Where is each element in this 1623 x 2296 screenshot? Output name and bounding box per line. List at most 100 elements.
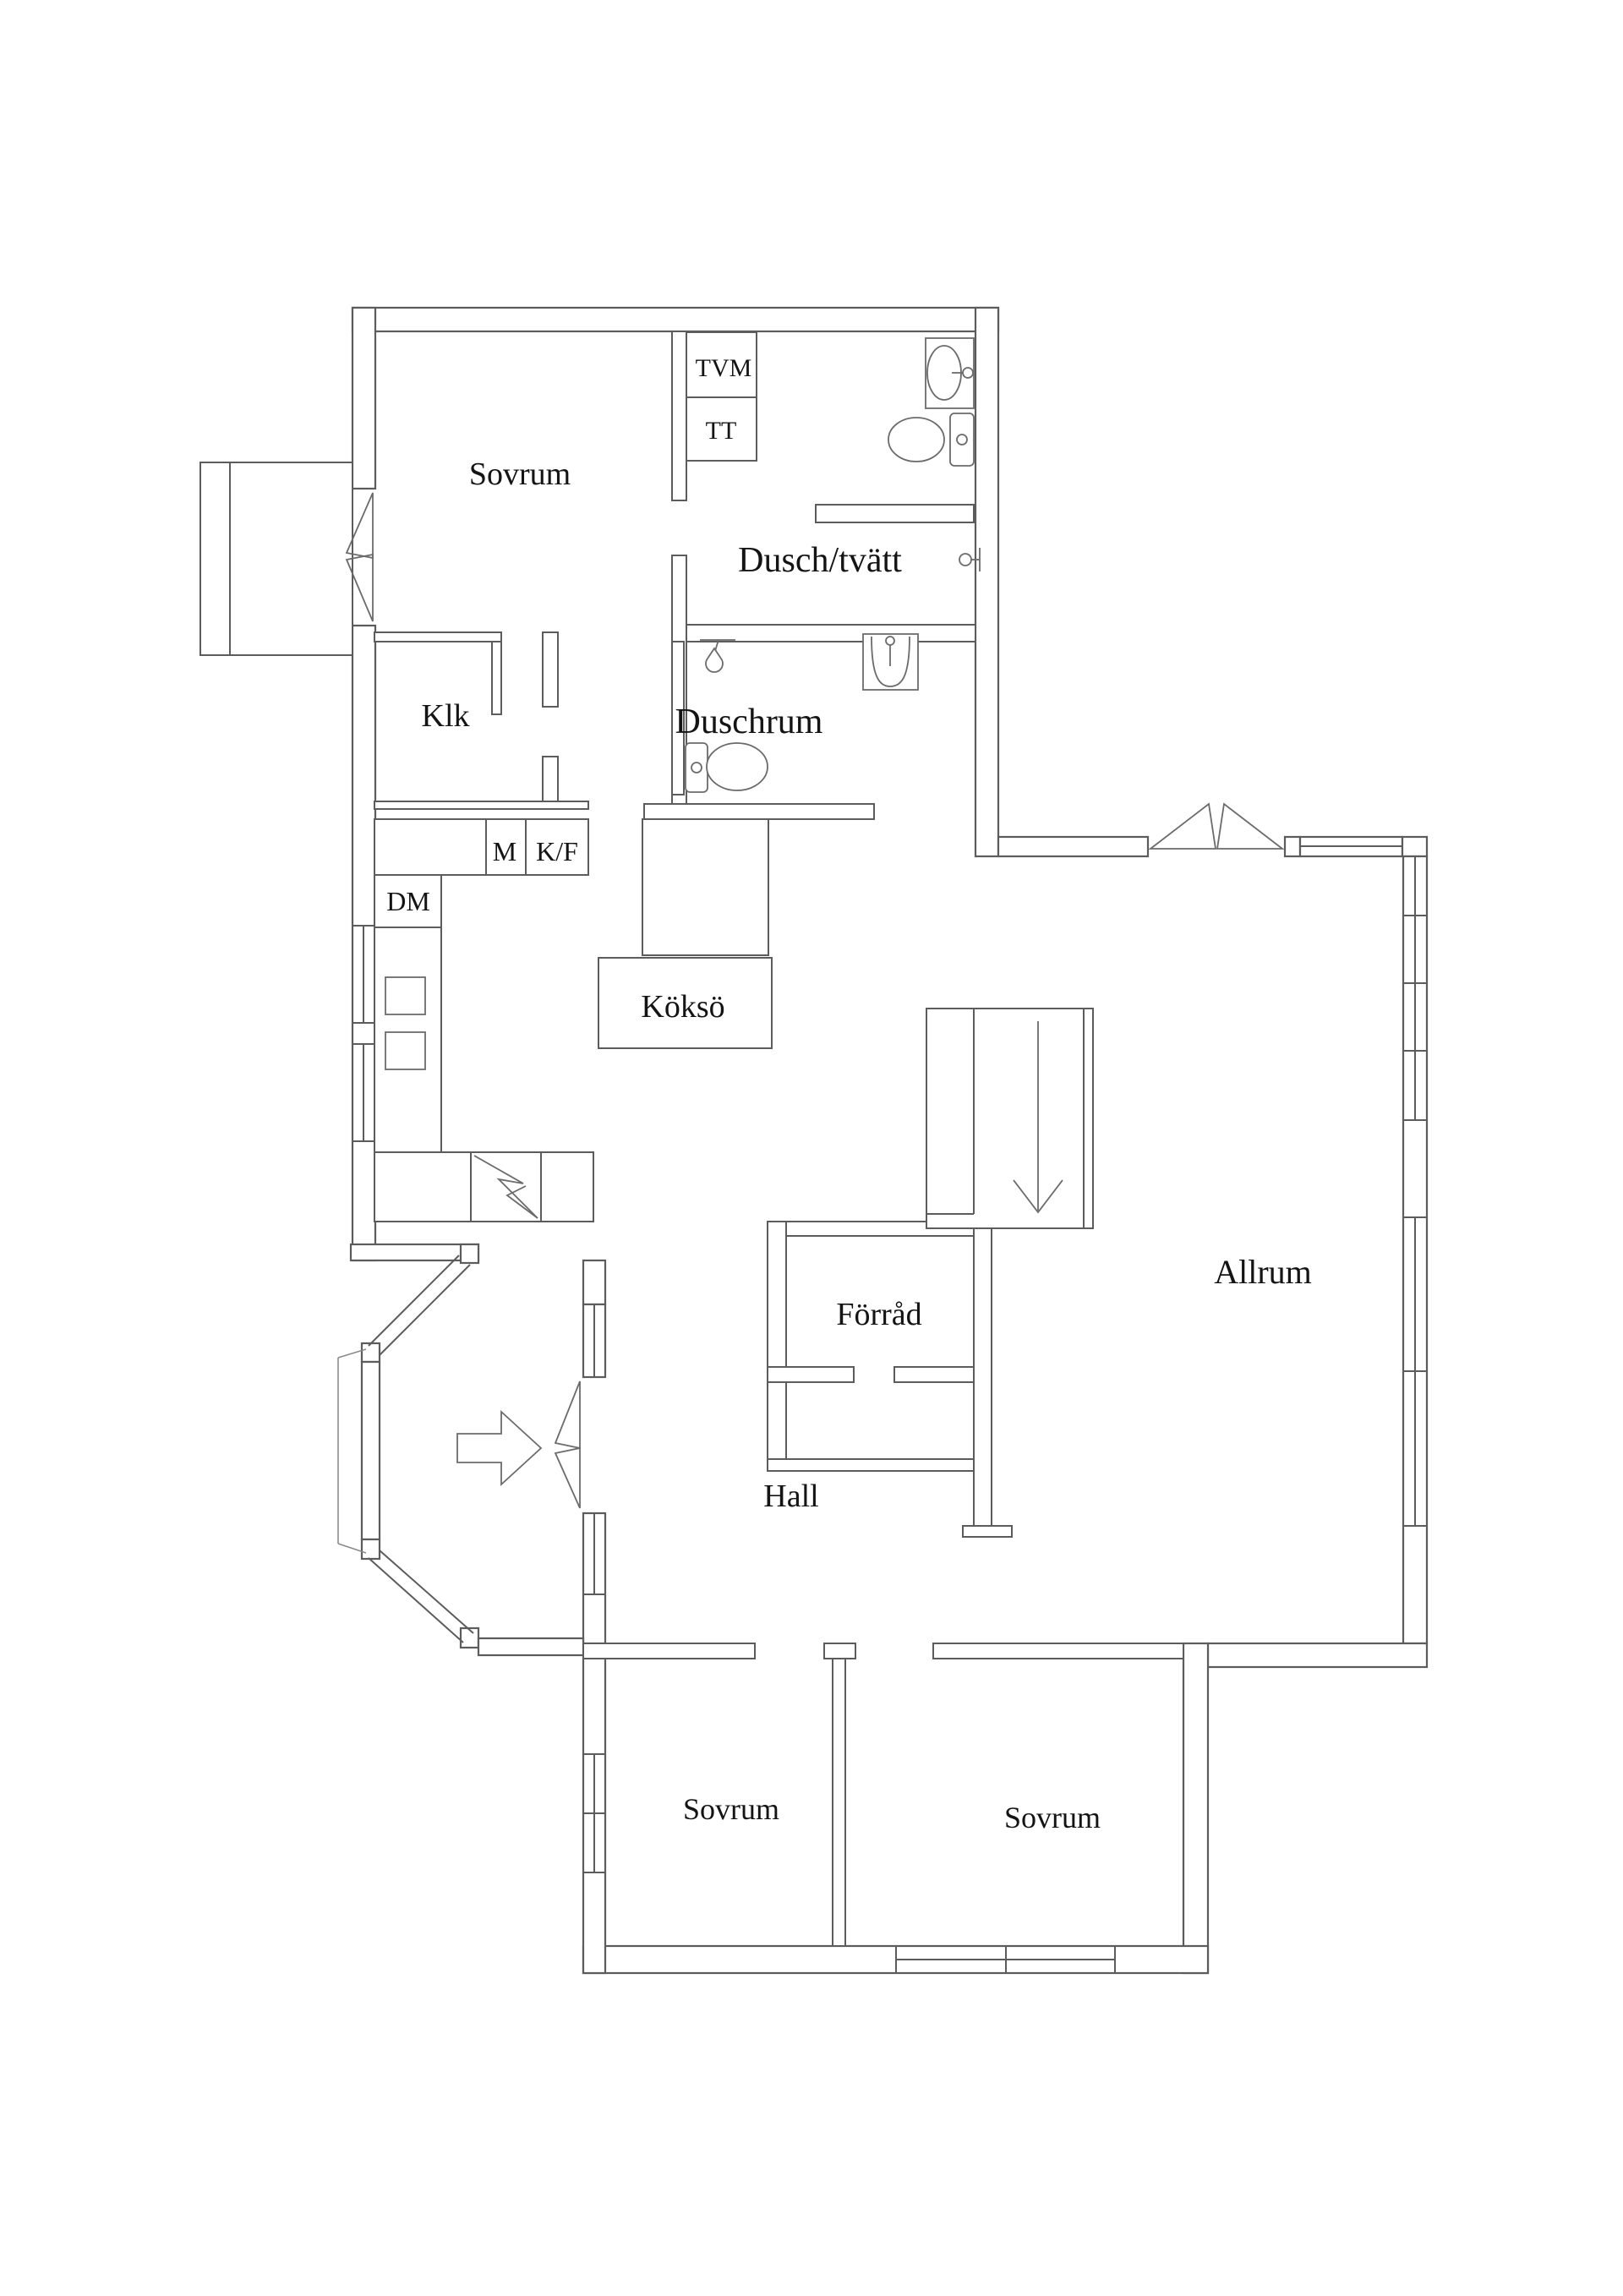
shower-head xyxy=(705,647,724,673)
room-label-forrad: Förråd xyxy=(836,1297,921,1332)
washing-machine-box xyxy=(686,331,757,398)
shower-icon xyxy=(700,639,735,673)
wall-klk-east-lower xyxy=(542,756,559,806)
fireplace-icon xyxy=(473,1155,538,1219)
stairwell xyxy=(926,1008,1094,1229)
porch-post-south xyxy=(459,1626,480,1649)
duschrum-fixtures xyxy=(685,633,919,793)
appliance-label-dm: DM xyxy=(386,886,430,916)
double-door-swing-icon xyxy=(1148,802,1217,850)
cabinet-row xyxy=(374,818,589,876)
appliance-label-tt: TT xyxy=(706,417,737,445)
wall-sovrum-south xyxy=(374,631,502,642)
doors xyxy=(456,802,1285,1509)
appliance-label-m: M xyxy=(493,836,516,866)
balcony xyxy=(199,462,374,656)
door-handle-icon xyxy=(959,548,981,571)
table-icon xyxy=(642,818,769,956)
wall-allrum-north-a xyxy=(997,835,1150,858)
wall-klk-east-upper xyxy=(542,631,559,708)
porch-diagonal-nw-outer xyxy=(368,1255,460,1347)
shower-hose xyxy=(714,639,719,652)
wall-kitchen-south xyxy=(349,1243,480,1262)
arrow-head xyxy=(1013,1179,1063,1214)
wall-top xyxy=(351,306,1000,333)
toilet-flush-button xyxy=(691,762,702,774)
entry-porch xyxy=(337,1243,585,1657)
wall-bedroom-divider xyxy=(832,1658,846,1947)
room-label-sovrum-sw: Sovrum xyxy=(683,1792,779,1826)
double-door-swing-icon xyxy=(554,1446,581,1509)
double-door-swing-icon xyxy=(1216,802,1285,850)
wall-ne-corner-post xyxy=(1401,835,1429,858)
wall-forrad-south-b xyxy=(893,1366,976,1383)
room-label-duschrum: Duschrum xyxy=(675,702,823,741)
room-label-sovrum-se: Sovrum xyxy=(1004,1801,1101,1834)
double-door-swing-icon xyxy=(345,492,374,560)
counter-bottom-row xyxy=(374,1151,594,1222)
wall-left-upper xyxy=(351,306,377,490)
dryer-box xyxy=(686,396,757,462)
kitchen xyxy=(374,818,773,1222)
room-label-kokso: Köksö xyxy=(641,989,724,1025)
kitchen-island-box xyxy=(598,957,773,1049)
wall-bedrooms-north-b xyxy=(932,1643,1184,1659)
wall-topblock-right xyxy=(974,306,1000,858)
interior-walls-top xyxy=(374,331,976,820)
room-label-allrum: Allrum xyxy=(1214,1253,1312,1291)
wall-bedroom-se-east xyxy=(1182,1642,1210,1975)
wall-spine-cap xyxy=(962,1525,1013,1538)
wall-duschrum-south xyxy=(643,803,875,820)
toilet-icon xyxy=(888,417,945,462)
wall-center-spine xyxy=(973,1219,992,1527)
porch-post-nw xyxy=(360,1342,381,1364)
porch-post-sw xyxy=(360,1538,381,1561)
wall-allrum-south xyxy=(1206,1642,1429,1669)
appliance-label-tvm: TVM xyxy=(696,354,752,382)
porch-diagonal-sw-outer xyxy=(368,1557,464,1643)
wall-sovrum-east-upper xyxy=(671,331,687,501)
porch-diagonal-nw-inner xyxy=(379,1264,471,1356)
porch-post-north xyxy=(459,1243,480,1265)
porch-step-line-bottom xyxy=(337,1543,367,1554)
room-label-sovrum-top: Sovrum xyxy=(469,456,571,492)
toilet-flush-button xyxy=(956,434,968,446)
duschtvatt-fixtures xyxy=(686,331,981,571)
wall-bedrooms-north-t xyxy=(823,1643,856,1659)
wall-forrad-south-a xyxy=(767,1366,855,1383)
room-label-dusch-tvatt: Dusch/tvätt xyxy=(738,541,902,580)
double-door-swing-icon xyxy=(345,553,374,622)
appliance-label-kf: K/F xyxy=(536,836,578,866)
wall-duschrum-west xyxy=(671,641,685,795)
stairs-down-arrow-icon xyxy=(1013,1021,1063,1214)
wall-corridor-post xyxy=(491,641,502,715)
wall-closet-south xyxy=(767,1458,992,1472)
porch-wall-south xyxy=(477,1637,585,1657)
porch-step-line-top xyxy=(337,1348,367,1358)
sink-basin-icon xyxy=(385,1031,426,1070)
wall-allrum-north-stub xyxy=(1283,835,1302,858)
storage-and-stairs xyxy=(767,1008,1094,1538)
bench-icon xyxy=(815,504,975,523)
room-label-klk: Klk xyxy=(422,698,470,734)
wall-bedrooms-north-a xyxy=(582,1643,756,1659)
wall-klk-south xyxy=(374,801,589,810)
balcony-outline xyxy=(199,462,353,656)
bedroom-walls xyxy=(582,1643,1184,1947)
porch-diagonal-sw-inner xyxy=(379,1550,474,1634)
windows xyxy=(352,845,1427,1973)
wall-hall-west-a xyxy=(582,1259,607,1306)
sink-basin-icon xyxy=(385,976,426,1015)
porch-wall-west xyxy=(360,1360,381,1541)
faucet-knob xyxy=(885,636,895,646)
entry-arrow-icon xyxy=(456,1409,543,1487)
toilet-icon xyxy=(706,742,768,791)
double-door-swing-icon xyxy=(554,1380,581,1450)
wall-duschtvatt-south xyxy=(686,624,976,642)
room-label-hall: Hall xyxy=(763,1479,818,1514)
faucet-knob xyxy=(962,367,974,379)
room-labels: Sovrum Dusch/tvätt Klk Duschrum Köksö Fö… xyxy=(386,354,1312,1834)
handle-knob xyxy=(959,553,972,566)
